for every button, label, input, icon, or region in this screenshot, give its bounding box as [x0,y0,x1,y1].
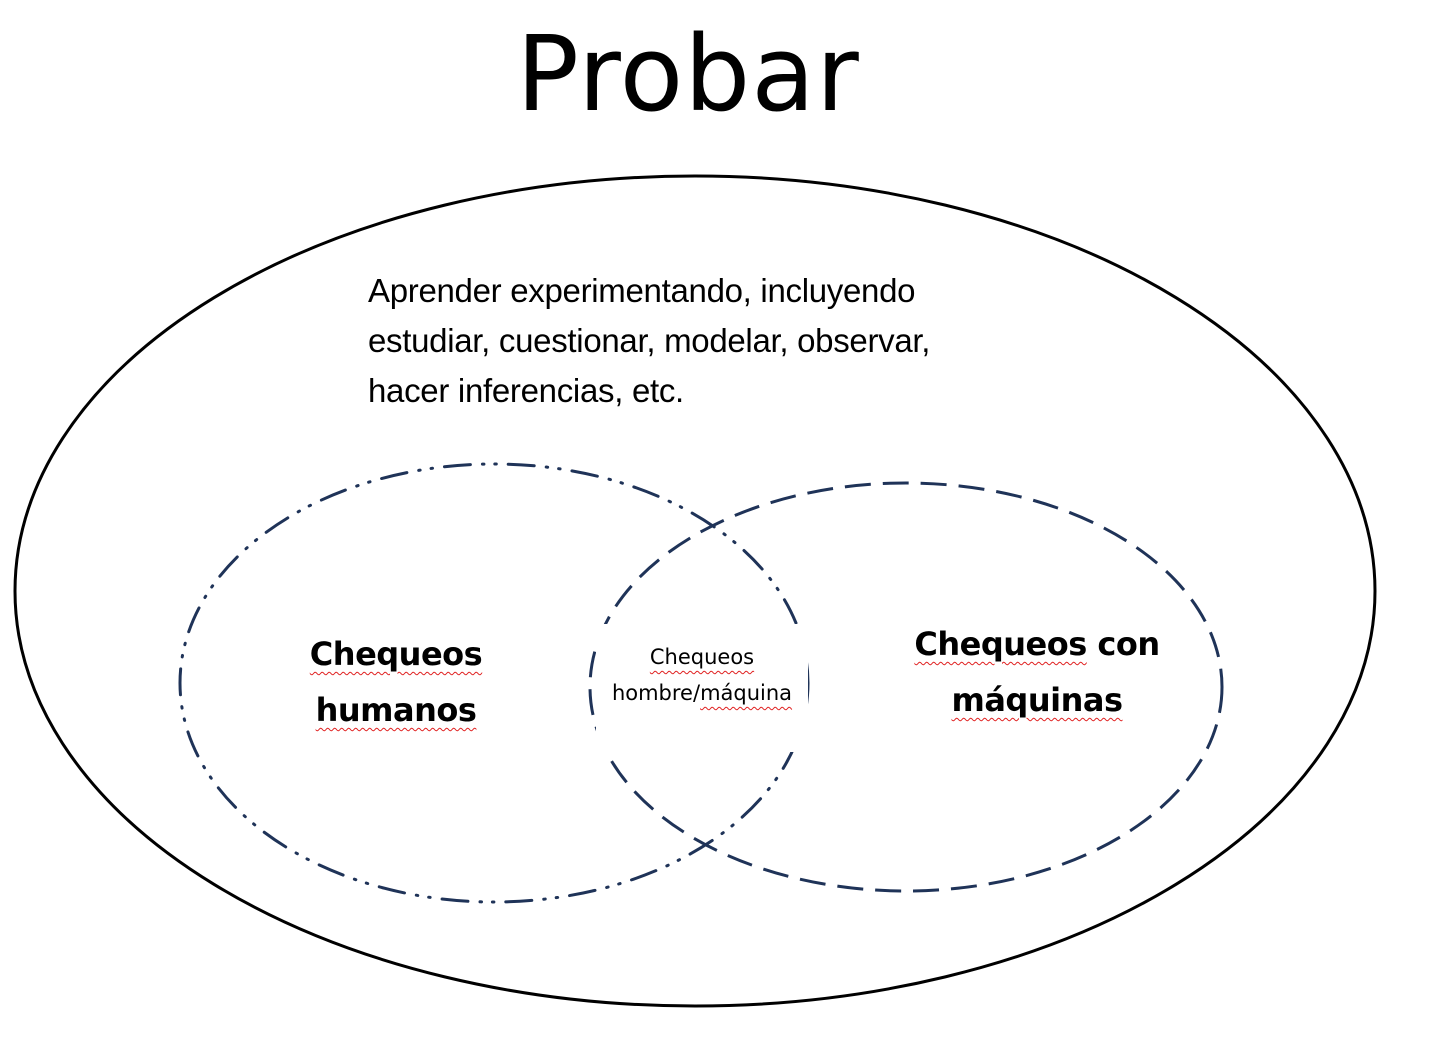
human-checks-line1: Chequeos [309,635,483,673]
intersection-line2-plain: hombre/ [611,681,701,705]
machine-checks-label: Chequeos con máquinas [880,616,1194,728]
description-line: Aprender experimentando, incluyendo [368,272,916,309]
outer-ellipse [13,174,1377,1008]
machine-checks-ellipse [588,481,1224,893]
machine-checks-word2: con [1097,625,1160,663]
human-checks-line2: humanos [315,691,477,729]
probar-description: Aprender experimentando, incluyendo estu… [368,266,1048,416]
human-checks-ellipse [178,462,810,904]
diagram-title: Probar [516,13,860,135]
intersection-line2-marked: máquina [700,681,793,705]
machine-checks-line2: máquinas [951,681,1123,719]
intersection-line1: Chequeos [649,645,755,669]
human-machine-checks-label: Chequeos hombre/máquina [596,624,808,752]
description-line: estudiar, cuestionar, modelar, observar, [368,322,931,359]
human-checks-label: Chequeos humanos [276,626,516,738]
machine-checks-word1: Chequeos [914,625,1087,663]
description-line: hacer inferencias, etc. [368,372,684,409]
